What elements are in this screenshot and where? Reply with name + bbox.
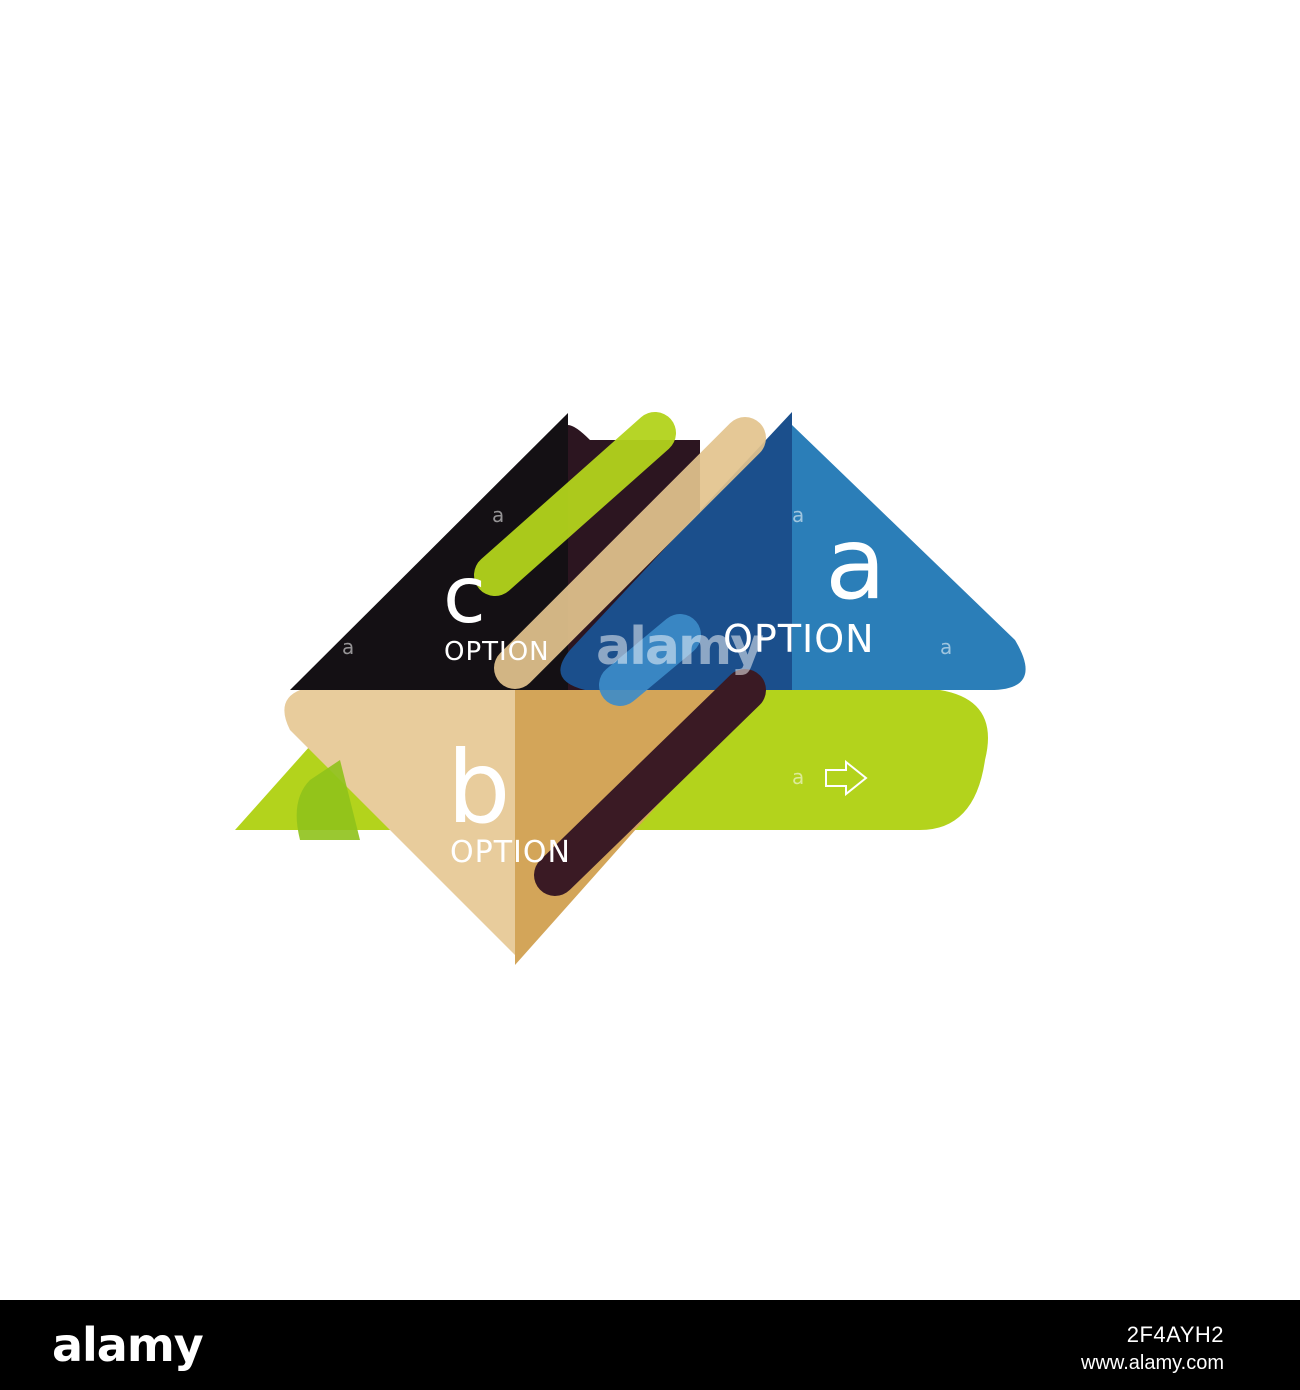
watermark-brand: alamy: [596, 617, 763, 677]
footer-logo: alamy: [52, 1318, 204, 1372]
green-rounded-overlap: [296, 760, 360, 840]
option-a-label: OPTION: [723, 617, 875, 661]
arrow-right-outline-icon: [825, 759, 868, 797]
option-c-label: OPTION: [444, 637, 550, 667]
triangle-options-graphic: a OPTION c OPTION b OPTION a a a a a ala…: [235, 412, 1026, 965]
black-triangle: [290, 413, 568, 690]
watermark-mark-3: a: [342, 635, 354, 659]
watermark-mark-5: a: [792, 765, 804, 789]
option-b-letter: b: [447, 729, 510, 846]
footer-bar: alamy 2F4AYH2 www.alamy.com: [0, 1300, 1300, 1390]
tan-bar-diagonal: [494, 417, 766, 689]
footer-image-id: 2F4AYH2: [1126, 1322, 1224, 1347]
option-c-letter: c: [443, 551, 486, 641]
maroon-bar-bottom: [534, 669, 766, 896]
tan-triangle-left: [284, 690, 515, 955]
option-a-letter: a: [825, 505, 886, 622]
blue-triangle-light: [792, 425, 1026, 690]
infographic-stage: a OPTION c OPTION b OPTION a a a a a ala…: [235, 412, 1026, 965]
watermark-mark-1: a: [492, 503, 504, 527]
green-bar-top: [474, 412, 676, 596]
blue-triangle-dark: [560, 412, 792, 690]
watermark-mark-2: a: [792, 503, 804, 527]
blue-bar-middle: [599, 614, 701, 706]
footer-site-url: www.alamy.com: [1081, 1352, 1224, 1374]
option-b-label: OPTION: [450, 835, 571, 870]
watermark-mark-4: a: [940, 635, 952, 659]
